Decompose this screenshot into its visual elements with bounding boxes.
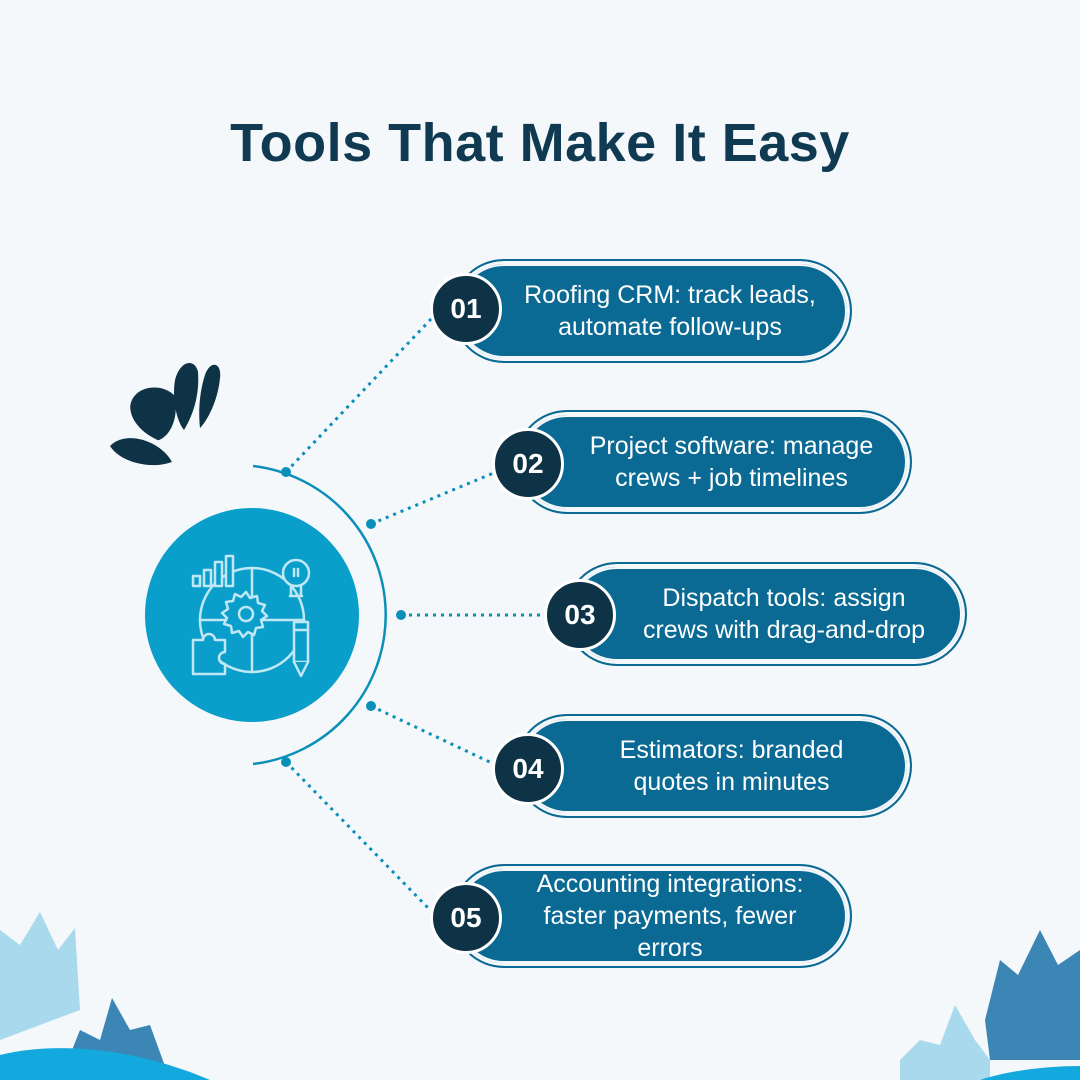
page-title: Tools That Make It Easy — [230, 113, 850, 173]
tool-card-1: Roofing CRM: track leads, automate follo… — [452, 259, 852, 363]
tool-card-3: Dispatch tools: assign crews with drag-a… — [565, 562, 967, 666]
connector-lines — [284, 316, 546, 914]
connector-arc — [252, 464, 387, 766]
tool-card-1-text: Roofing CRM: track leads, automate follo… — [524, 281, 816, 341]
tool-card-4-text: Estimators: branded quotes in minutes — [619, 736, 844, 796]
tool-card-5-text: Accounting integrations: faster payments… — [536, 870, 804, 962]
tool-badge-5: 05 — [430, 882, 502, 954]
tool-card-4: Estimators: branded quotes in minutes — [515, 714, 912, 818]
leaf-decoration-bottom-right — [900, 930, 1080, 1080]
tool-badge-4: 04 — [492, 733, 564, 805]
gear-chart-lightbulb-puzzle-pencil-icon — [191, 554, 311, 678]
tool-badge-1: 01 — [430, 273, 502, 345]
tool-card-3-text: Dispatch tools: assign crews with drag-a… — [642, 584, 926, 644]
tool-card-5: Accounting integrations: faster payments… — [452, 864, 852, 968]
tool-badge-2: 02 — [492, 428, 564, 500]
tool-badge-3: 03 — [544, 579, 616, 651]
sparkle-strokes-icon — [110, 362, 221, 466]
connector-dots — [281, 467, 406, 767]
tool-card-2: Project software: manage crews + job tim… — [515, 410, 912, 514]
tool-card-2-text: Project software: manage crews + job tim… — [589, 432, 874, 492]
leaf-decoration-bottom-left — [0, 912, 210, 1080]
